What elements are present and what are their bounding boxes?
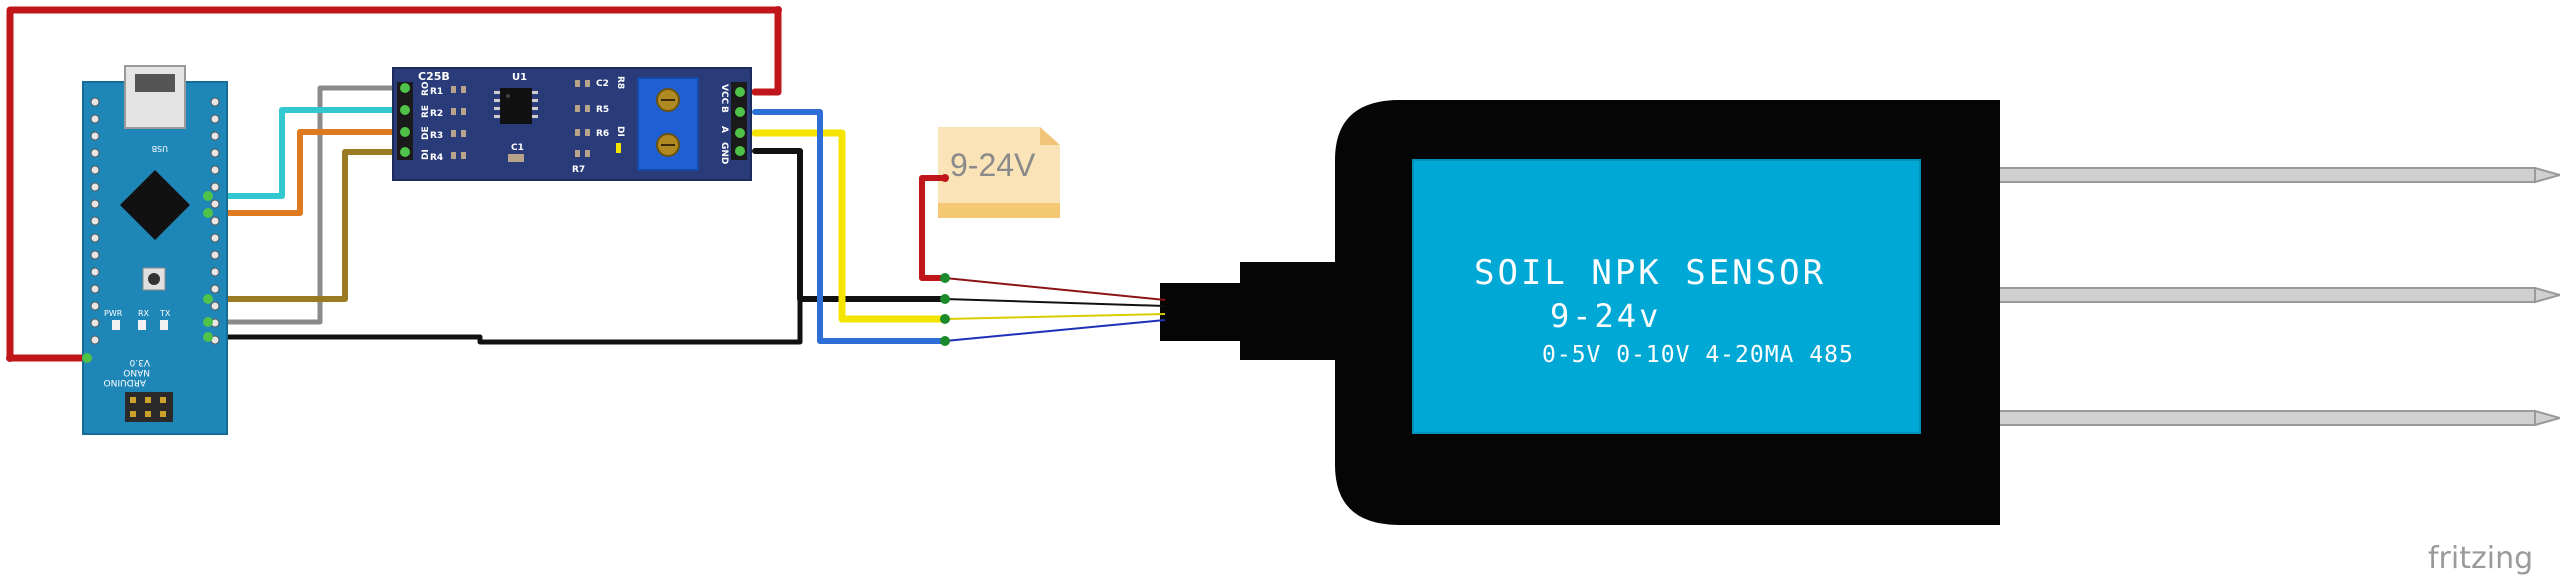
wire-black-arduino [205, 296, 803, 345]
probe-top [1994, 167, 2536, 183]
wire-gray [205, 85, 408, 325]
probe-middle [1994, 287, 2536, 303]
rs485-module: RO RE DE DI VCC B A GND C25B U1 C1 R1 R2… [392, 67, 752, 181]
module-pin-gnd: GND [719, 142, 729, 164]
wire-yellow-a [751, 129, 949, 323]
note-bottom-band [938, 203, 1060, 218]
probe-bottom-tip [2534, 409, 2560, 427]
wire-blue-b [752, 109, 948, 344]
sensor-outputs: 0-5V 0-10V 4-20MA 485 [1542, 342, 1854, 368]
sensor-leads [944, 277, 1166, 342]
endpoint-blue [940, 336, 950, 346]
lead-red [944, 277, 1166, 301]
wire-black-gnd [752, 148, 948, 302]
lead-blue [944, 319, 1166, 342]
nano-pin-d3-connected [203, 191, 213, 201]
sensor-voltage: 9-24v [1550, 297, 1661, 335]
nano-icsp-header [125, 392, 173, 422]
nano-led-tx [160, 320, 168, 330]
module-resistors-left [451, 86, 466, 159]
nano-pins-left [90, 97, 100, 345]
nano-label-model: NANO [123, 367, 150, 377]
sensor-title: SOIL NPK SENSOR [1474, 253, 1826, 293]
module-c2-label: C2 [596, 79, 609, 89]
lead-yellow [944, 313, 1166, 320]
sensor-probes [1994, 166, 2560, 427]
module-pin-vcc: VCC [719, 84, 729, 105]
nano-label-tx: TX [159, 309, 171, 318]
wire-endpoints [6, 6, 950, 362]
note-text: 9-24V [950, 147, 1036, 183]
module-pin-de: DE [421, 126, 431, 140]
nano-label-pwr: PWR [104, 309, 123, 318]
nano-pin-d8-connected [203, 294, 213, 304]
soil-npk-sensor: SOIL NPK SENSOR 9-24v 0-5V 0-10V 4-20MA … [1160, 100, 2000, 525]
module-r3-label: R3 [430, 131, 443, 141]
wire-brown [205, 149, 408, 302]
module-led [616, 143, 621, 153]
probe-top-tip [2534, 166, 2560, 184]
note-fold [1040, 127, 1060, 145]
nano-pin-d9-connected [203, 317, 213, 327]
lead-black [944, 298, 1166, 307]
nano-usb-port [135, 74, 175, 92]
module-pin-re: RE [421, 105, 431, 118]
sensor-screen [1412, 159, 1921, 434]
nano-icsp-pins [130, 397, 166, 417]
nano-pin-rst-connected [82, 353, 92, 363]
module-pin-b: B [719, 106, 729, 113]
endpoint-red-note [941, 174, 949, 182]
nano-label-version: V3.0 [129, 357, 150, 367]
module-pin-a: A [719, 126, 729, 133]
wire-red-power [919, 175, 948, 281]
module-r2-label: R2 [430, 109, 443, 119]
module-pin-ro: RO [421, 81, 431, 96]
wire-red-vcc [6, 6, 782, 362]
nano-pin-gnd-connected [203, 332, 213, 342]
probe-bottom [1994, 410, 2536, 426]
module-resistors-right [575, 80, 590, 157]
power-supply-note: 9-24V [938, 127, 1060, 218]
module-r8-label: R8 [615, 76, 625, 89]
module-right-header [731, 82, 747, 160]
endpoint-black [940, 294, 950, 304]
module-ic-chip [500, 88, 532, 124]
nano-label-usb: USB [152, 144, 168, 153]
module-c1 [508, 154, 524, 162]
nano-label-name: ARDUINO [104, 377, 146, 387]
endpoint-yellow [940, 314, 950, 324]
module-r1-label: R1 [430, 87, 443, 97]
fritzing-logo-text: fritzing [2428, 541, 2533, 576]
module-r6-label: R6 [596, 129, 609, 139]
wires [6, 6, 949, 362]
nano-label-rx: RX [138, 309, 150, 318]
nano-pin-d2-connected [203, 208, 213, 218]
module-ic-legs [494, 91, 538, 118]
module-ic-label: U1 [512, 72, 527, 83]
module-r7-label: R7 [572, 165, 585, 175]
module-chip-label: C25B [418, 70, 450, 83]
probe-middle-tip [2534, 286, 2560, 304]
module-r4-label: R4 [430, 153, 443, 163]
nano-mcu-chip [120, 170, 190, 240]
module-c1-label: C1 [511, 143, 524, 153]
sensor-cable-gland [1160, 283, 1260, 341]
module-led-label: DI [615, 126, 625, 137]
nano-led-pwr [112, 320, 120, 330]
module-r5-label: R5 [596, 105, 609, 115]
arduino-nano: ARDUINO NANO V3.0 RX TX PWR USB [82, 65, 228, 435]
endpoint-red-top [774, 6, 782, 14]
wire-orange [205, 129, 408, 216]
nano-reset-knob [148, 273, 160, 285]
endpoint-red [940, 273, 950, 283]
note-shape [938, 127, 1060, 218]
wire-cyan [205, 107, 408, 199]
nano-led-rx [138, 320, 146, 330]
module-ic-notch [506, 94, 510, 98]
module-pin-di: DI [421, 149, 431, 160]
nano-pins-right [210, 97, 220, 345]
endpoint-red-corner [6, 354, 14, 362]
module-left-header [397, 82, 413, 160]
